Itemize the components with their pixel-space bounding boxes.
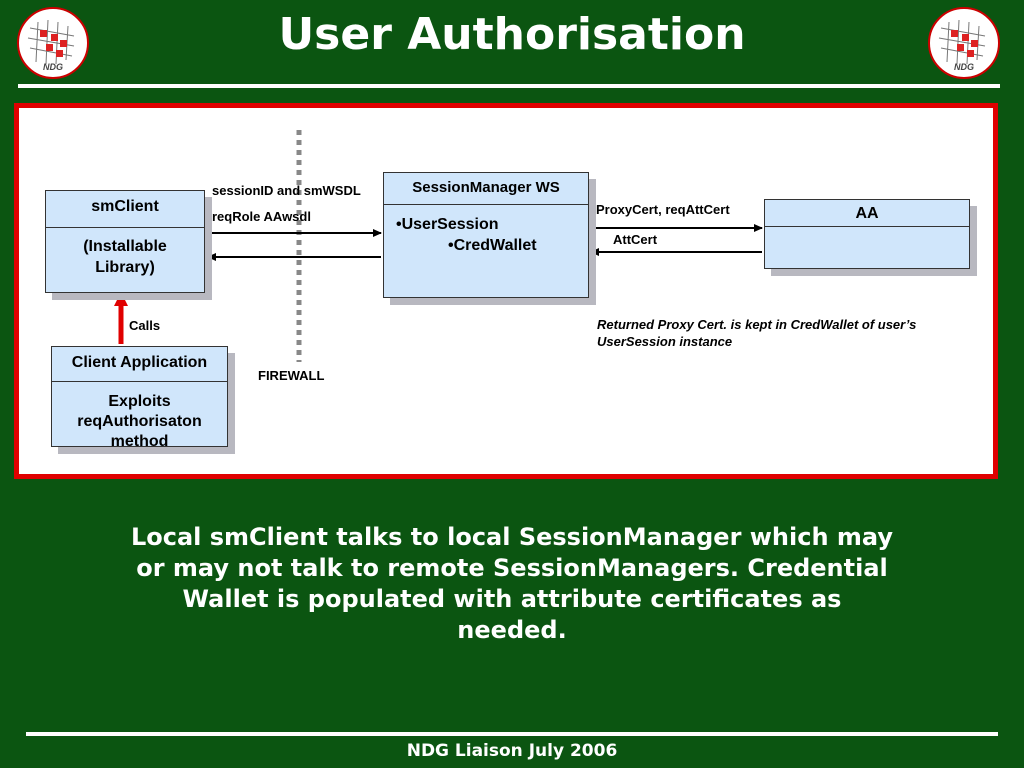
ndg-logo-left: NDG [17,7,89,79]
label-att-cert: AttCert [613,232,658,247]
label-session-id: sessionID and smWSDL [212,183,361,198]
sessionmanager-header: SessionManager WS [384,173,588,205]
label-firewall: FIREWALL [258,368,325,383]
slide-footer: NDG Liaison July 2006 [406,741,618,761]
ndg-logo-right: NDG [928,7,1000,79]
smclient-body: (Installable Library) [83,238,167,276]
label-req-role: reqRole AAwsdl [212,209,311,224]
smclient-header: smClient [46,191,204,228]
label-proxy-cert: ProxyCert, reqAttCert [596,202,730,217]
proxy-cert-note: Returned Proxy Cert. is kept in CredWall… [597,317,917,349]
svg-text:NDG: NDG [43,62,63,72]
slide-caption: Local smClient talks to local SessionMan… [130,523,894,644]
aa-header: AA [765,200,969,227]
sessionmanager-item-credwallet: •CredWallet [448,237,537,254]
client-application-body: Exploits reqAuthorisaton method [77,393,202,450]
sessionmanager-box: SessionManager WS •UserSession •CredWall… [383,172,589,298]
bottom-rule [26,732,998,736]
slide-title: User Authorisation [278,9,746,60]
label-calls: Calls [129,318,161,333]
aa-box: AA [764,199,970,269]
smclient-box: smClient (Installable Library) [45,190,205,293]
client-application-header: Client Application [52,347,227,382]
client-application-box: Client Application Exploits reqAuthorisa… [51,346,228,450]
top-rule [18,84,1000,88]
sessionmanager-item-usersession: •UserSession [396,216,499,233]
svg-text:NDG: NDG [954,62,974,72]
